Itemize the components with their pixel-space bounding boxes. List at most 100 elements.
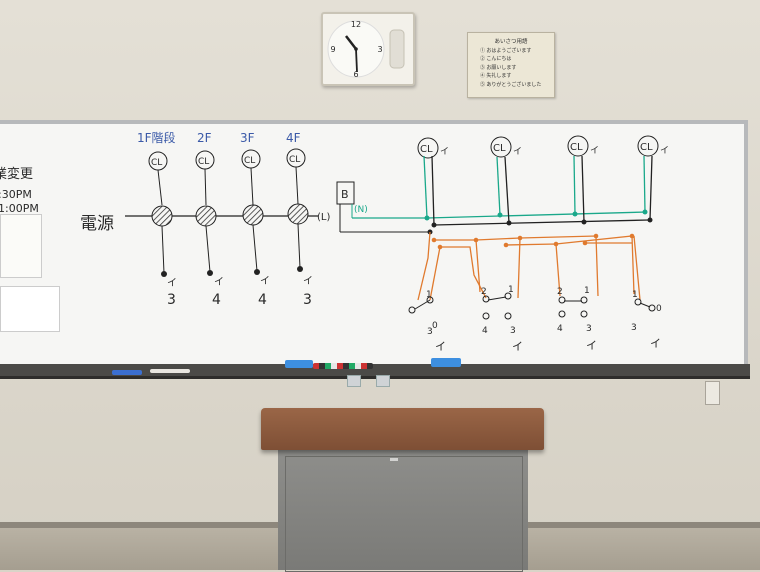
switch-number: 2 [557,287,563,297]
clock-numeral-6: 6 [353,70,358,79]
lamp-label: CL [493,143,506,154]
switch-mark: イ [303,276,313,287]
notice-line: ② こんにちは [480,56,512,62]
eraser[interactable] [431,358,461,367]
lamp-cl-icon [490,136,512,158]
lamp-label: CL [198,157,209,167]
left-circuit-3f: CL イ 4 [241,149,270,308]
switch-number: 3 [510,326,516,336]
podium-top [261,408,544,450]
lamp-cl-icon [637,135,659,157]
left-circuit-2f: CL イ 4 [195,150,224,308]
power-label: 電源 [80,214,114,234]
lamp-cl-icon [567,135,589,157]
switch-number: 1 [426,290,432,300]
lamp-label: CL [640,142,653,153]
lamp-mark: イ [513,147,522,157]
junction-box-icon [287,203,309,225]
switch-number: 1 [584,286,590,296]
switch-number: 3 [631,323,637,333]
notice-line: ③ お願いします [480,64,517,71]
breaker-box [336,181,355,205]
eraser[interactable] [285,360,313,368]
clock-numeral-9: 9 [330,45,335,54]
clock-numeral-3: 3 [377,45,382,54]
lamp-label: CL [289,155,300,165]
switch-dot-icon [207,270,213,276]
lamp-cl-icon [417,137,439,159]
lamp-label: CL [570,142,583,153]
n-label: (N) [354,205,368,215]
switch-dot-icon [297,266,303,272]
bottom-mark: イ [435,340,446,353]
marker[interactable] [150,369,190,373]
switch-count: 3 [303,292,312,308]
traveler-wiring [417,231,641,301]
notice-line: ⑤ ありがとうございました [480,81,542,88]
switch-dot-icon [161,271,167,277]
lamp-label: CL [151,158,162,168]
floor-label-4f: 4F [286,131,301,145]
switch-number: 3 [586,324,592,334]
clock-face: 12 3 6 9 [327,20,405,79]
notice-title: あいさつ用語 [494,39,528,45]
clock-numeral-12: 12 [351,20,361,29]
lamp-label: CL [420,144,433,155]
switch-number: 4 [482,326,488,336]
wall-switch[interactable] [705,381,720,405]
lamp-mark: イ [660,146,669,156]
eraser[interactable] [112,370,142,375]
greeting-notice: あいさつ用語 ① おはようございます ② こんにちは ③ お願いします ④ 失礼… [467,32,555,98]
switch-1: 1 0 3 [408,290,438,337]
switch-number: 1 [508,285,514,295]
switch-number: 0 [432,321,438,331]
podium-body [278,450,528,570]
lamp-mark: イ [590,146,599,156]
junction-box-icon [242,204,264,226]
board-bracket [347,375,361,387]
floor-label-2f: 2F [197,131,212,145]
left-edge-text-2: :30PM [0,188,32,201]
board-bracket [376,375,390,387]
clock-minute-hand [355,48,358,73]
switch-number: 1 [632,290,638,300]
switch-mark: イ [167,278,177,289]
clock-speaker [389,29,405,69]
notice-line: ① おはようございます [480,47,532,54]
wire-nodes [424,209,653,235]
switch-dot-icon [254,269,260,275]
whiteboard [0,120,748,372]
marker-set[interactable] [313,363,373,369]
junction-box-icon [151,205,173,227]
switch-number: 2 [481,287,487,297]
right-lamps: CL イ CL イ CL イ CL イ [417,135,669,159]
lamp-mark: イ [440,147,449,157]
bottom-mark: イ [586,339,597,352]
left-circuit-1f: CL イ 3 [148,151,177,308]
lamp-wiring [431,155,653,226]
wall-clock: 12 3 6 9 [321,12,415,86]
floor-label-3f: 3F [240,131,255,145]
switch-count: 3 [167,292,176,308]
junction-box-icon [195,205,217,227]
neutral-wiring [423,155,648,219]
left-edge-text-1: 業変更 [0,166,33,182]
podium-front-panel [285,456,523,572]
left-poster [0,214,42,278]
left-edge-text-3: 1:00PM [0,202,39,215]
marker-tray [0,364,750,379]
switch-2: 2 1 4 3 [481,285,516,336]
switch-3: 2 1 4 3 [557,286,592,334]
switch-number: 3 [427,327,433,337]
left-sheet [0,286,60,332]
clock-hour-hand [345,35,357,50]
floor-label-1f: 1F階段 [137,130,176,145]
traveler-nodes [431,233,635,250]
podium-badge [390,458,398,461]
l-label: (L) [317,212,330,223]
notice-line: ④ 失礼します [480,73,512,79]
switch-mark: イ [214,277,224,288]
bottom-mark: イ [512,340,523,353]
breaker-label: B [341,188,349,201]
